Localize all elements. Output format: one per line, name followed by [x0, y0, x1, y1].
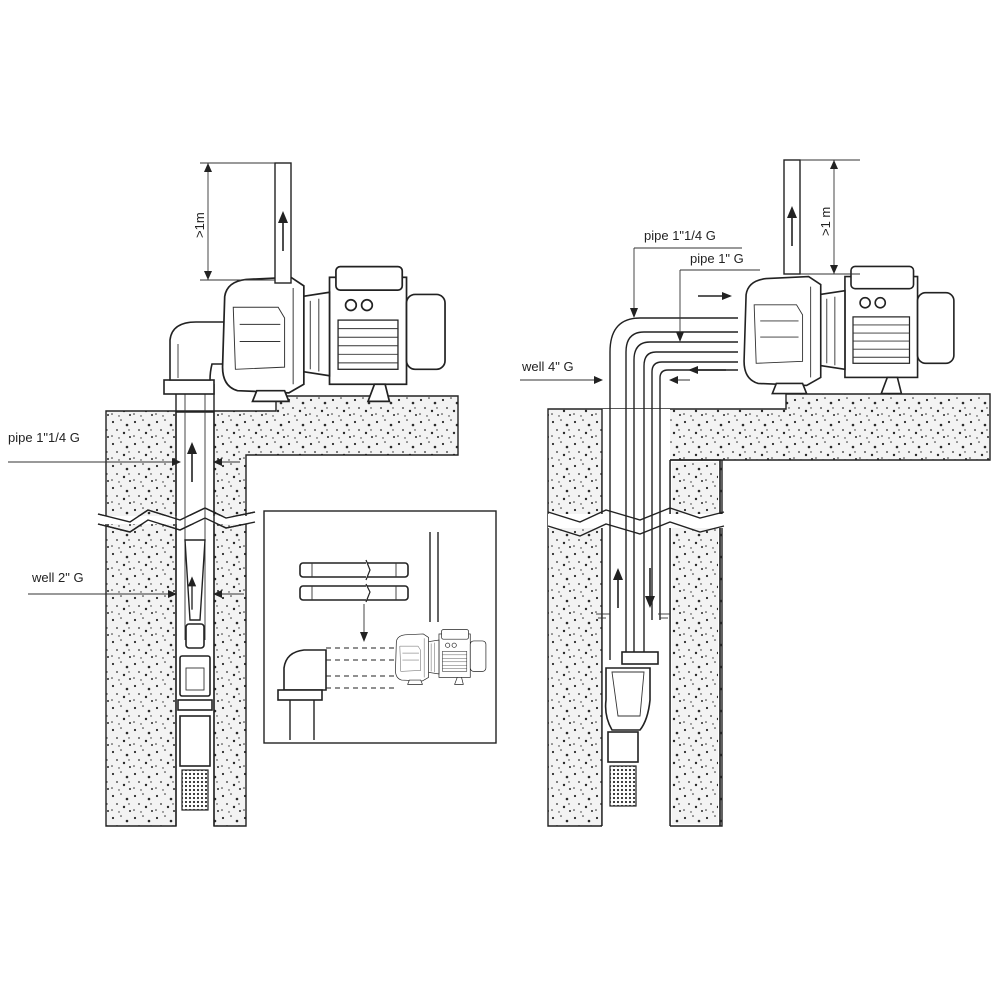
right-height-label: >1 m: [818, 207, 833, 236]
left-installation: >1m pipe 1"1/4 G well 2" G: [8, 162, 459, 827]
right-well-label: well 4" G: [521, 359, 574, 374]
right-ejector: [604, 667, 651, 731]
right-installation: >1 m pipe 1"1/4 G pipe 1" G well 4" G: [520, 159, 991, 827]
right-pipe-outer-label: pipe 1"1/4 G: [644, 228, 716, 243]
right-pipe-outer: [609, 317, 738, 660]
right-pipe-inner-label: pipe 1" G: [690, 251, 744, 266]
right-break-line: [547, 507, 725, 523]
left-elbow: [169, 321, 229, 381]
right-pipe-inner: [633, 341, 738, 660]
strainer-icon: [609, 765, 637, 807]
left-strainer: [177, 699, 213, 711]
strainer-icon: [181, 769, 209, 811]
left-ejector: [184, 539, 206, 621]
left-pipe-label: pipe 1"1/4 G: [8, 430, 80, 445]
assembly-detail-inset: [263, 510, 497, 744]
arrow-icon: [186, 441, 198, 483]
left-height-label: >1m: [192, 212, 207, 238]
left-well-label: well 2" G: [31, 570, 84, 585]
